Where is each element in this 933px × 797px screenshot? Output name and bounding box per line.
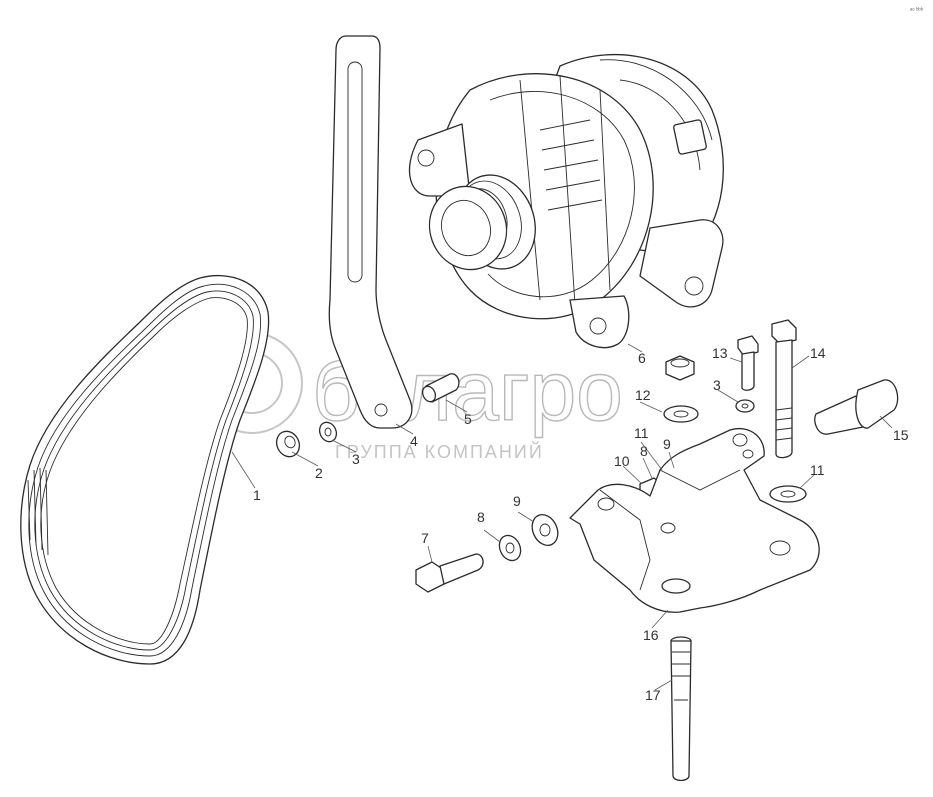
callout-8-b: 8 [640, 443, 648, 459]
callout-10: 10 [614, 453, 630, 469]
callout-11: 11 [634, 425, 649, 441]
corner-mark: ᵃᵒ ᵇᵇᵇ [910, 7, 924, 14]
washer-icon [318, 421, 338, 443]
callout-9: 9 [513, 493, 521, 509]
nut-icon [275, 430, 301, 458]
pin-icon-15 [814, 379, 899, 435]
callout-6: 6 [638, 350, 646, 366]
leader-lines [231, 343, 893, 691]
callout-3-b: 3 [713, 377, 721, 393]
callout-14: 14 [810, 345, 826, 361]
callout-labels: 1 2 3 3 4 5 6 7 8 8 9 9 10 11 11 12 13 1… [253, 345, 909, 703]
washer-icon-9 [531, 513, 559, 547]
alternator-mount-bracket-icon [569, 428, 820, 613]
callout-13: 13 [712, 345, 728, 361]
stud-icon [670, 636, 692, 782]
bolt-icon-7 [415, 553, 484, 593]
callout-4: 4 [410, 433, 418, 449]
alternator-icon [408, 53, 724, 349]
callout-7: 7 [421, 530, 429, 546]
callout-5: 5 [464, 411, 472, 427]
washer-icon-12 [663, 405, 699, 423]
poly-v-belt-icon [20, 274, 270, 665]
callout-2: 2 [315, 465, 323, 481]
pulley-icon [428, 174, 536, 271]
callout-11-b: 11 [810, 462, 825, 478]
callout-3: 3 [352, 451, 360, 467]
bolt-hole-icon [374, 403, 388, 417]
callout-9-b: 9 [663, 436, 671, 452]
lock-washer-icon [735, 399, 755, 413]
callout-16: 16 [643, 627, 659, 643]
callout-8: 8 [477, 509, 485, 525]
bolt-icon-13 [737, 335, 759, 391]
callout-17: 17 [645, 687, 661, 703]
connector-icon [673, 119, 707, 155]
nut-icon-6 [665, 355, 695, 381]
slotted-bracket-icon [328, 35, 413, 429]
spacer-sleeve-icon [421, 373, 460, 403]
callout-1: 1 [253, 487, 261, 503]
callout-12: 12 [635, 387, 651, 403]
lock-washer-icon-8 [498, 534, 522, 562]
washer-icon-11 [769, 485, 807, 503]
bolt-icon-14 [771, 319, 797, 459]
slot-icon [347, 61, 363, 283]
callout-15: 15 [893, 427, 909, 443]
watermark-tagline: ГРУППА КОМПАНИЙ [335, 441, 544, 462]
